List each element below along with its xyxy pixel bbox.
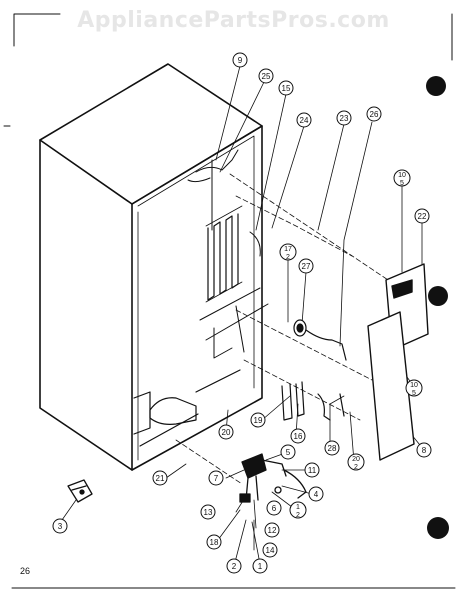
callout-2: 2 [226, 558, 242, 574]
callout-label-9: 9 [238, 56, 243, 65]
callout-label-28: 28 [328, 444, 337, 453]
callout-6: 6 [266, 500, 282, 516]
callout-label-25: 25 [262, 72, 271, 81]
callout-9: 9 [232, 52, 248, 68]
callout-label-8: 8 [422, 446, 427, 455]
callout-1: 1 [252, 558, 268, 574]
frame-corner-tl [13, 13, 61, 47]
callout-label-15: 15 [282, 84, 291, 93]
condenser-coil [205, 205, 243, 303]
callout-label-14: 14 [266, 546, 275, 555]
callout-14: 14 [262, 542, 278, 558]
callout-3: 3 [52, 518, 68, 534]
watermark-text: AppliancePartsPros.com [77, 8, 390, 33]
callout-11: 11 [304, 462, 320, 478]
leader-lines [175, 173, 401, 485]
part-27 [293, 319, 347, 361]
callout-label-24: 24 [300, 116, 309, 125]
callout-20: 20 [218, 424, 234, 440]
tubing [187, 149, 269, 359]
callout-label-12: 12 [268, 526, 277, 535]
callout-label-16: 16 [294, 432, 303, 441]
callout-label-7: 7 [214, 474, 219, 483]
callout-8: 8 [416, 442, 432, 458]
punch-hole-middle [428, 286, 448, 306]
callout-label-1: 1 [258, 562, 263, 571]
callout-5: 5 [280, 444, 296, 460]
callout-12: 12 [264, 522, 280, 538]
punch-hole-bottom [427, 517, 449, 539]
callout-28: 28 [324, 440, 340, 456]
callout-label-26: 26 [370, 110, 379, 119]
callout-label-2: 2 [232, 562, 237, 571]
callout-25: 25 [258, 68, 274, 84]
page-number: 26 [20, 566, 31, 576]
callout-label-23: 23 [340, 114, 349, 123]
callout-label-11: 11 [308, 466, 317, 475]
callout-label-27: 27 [302, 262, 311, 271]
callout-7: 7 [208, 470, 224, 486]
callout-label-21: 21 [156, 474, 165, 483]
callout-label-19: 19 [254, 416, 263, 425]
callout-label-4: 4 [314, 490, 319, 499]
callout-label-22: 22 [418, 212, 427, 221]
callout-23: 23 [336, 110, 352, 126]
callout-label-5: 5 [286, 448, 291, 457]
parts-19-16-28 [281, 381, 345, 421]
callout-leaders [61, 65, 425, 567]
callout-label-18: 18 [210, 538, 219, 547]
callout-21: 21 [152, 470, 168, 486]
callout-4: 4 [308, 486, 324, 502]
valve-assembly [239, 453, 307, 503]
callout-label-6: 6 [272, 504, 277, 513]
cabinet [39, 63, 263, 471]
callout-22: 22 [414, 208, 430, 224]
callout-label-20: 20 [222, 428, 231, 437]
callout-18: 18 [206, 534, 222, 550]
punch-hole-top [426, 76, 446, 96]
callout-27: 27 [298, 258, 314, 274]
callout-13: 13 [200, 504, 216, 520]
callout-16: 16 [290, 428, 306, 444]
callout-label-3: 3 [58, 522, 63, 531]
callout-26: 26 [366, 106, 382, 122]
compressor-area [133, 369, 241, 447]
callout-24: 24 [296, 112, 312, 128]
panel-8 [367, 311, 415, 461]
part-3-clip [67, 479, 93, 503]
callout-label-13: 13 [204, 508, 213, 517]
callout-15: 15 [278, 80, 294, 96]
callout-19: 19 [250, 412, 266, 428]
